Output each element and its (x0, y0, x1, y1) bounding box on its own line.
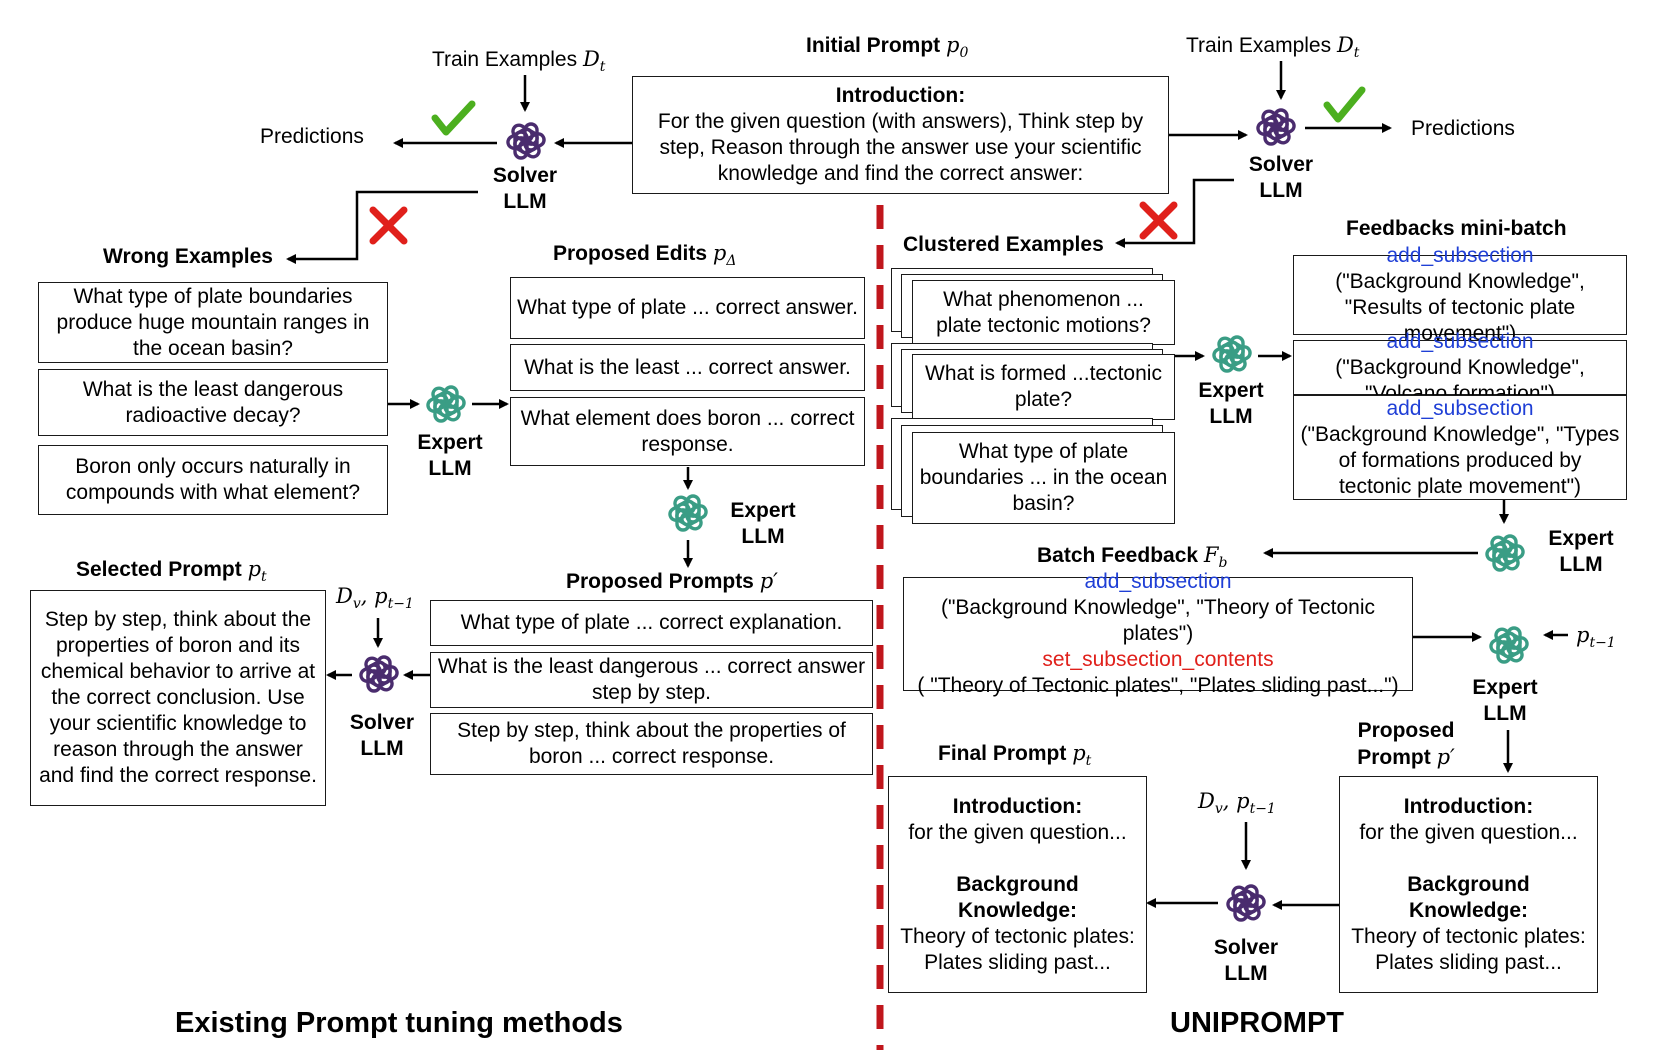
proposed-edits-label: Proposed Edits pΔ (553, 241, 737, 270)
clustered-example-2: What is formed ...tectonic plate? (912, 354, 1175, 420)
train-examples-right: Train Examples Dt (1186, 33, 1360, 62)
right-section-title: UNIPROMPT (1170, 1007, 1344, 1039)
wrong-example-1: What type of plate boundaries produce hu… (38, 282, 388, 363)
final-prompt-label: Final Prompt pt (938, 741, 1092, 770)
proposed-prompt-right-box: Introduction: for the given question... … (1339, 776, 1598, 993)
check-icon (1323, 86, 1366, 123)
openai-icon-glyph (1482, 530, 1528, 576)
openai-icon-glyph (423, 381, 469, 427)
clustered-example-3: What type of plate boundaries ... in the… (912, 432, 1175, 524)
openai-icon-glyph (1209, 331, 1255, 377)
wrong-example-3: Boron only occurs naturally in compounds… (38, 445, 388, 515)
initial-prompt-label: Initial Prompt p0 (806, 33, 969, 62)
train-examples-left: Train Examples Dt (432, 47, 606, 76)
pt1-right: pt−1 (1576, 623, 1616, 652)
arrow-solver-to-clustered (1115, 178, 1234, 248)
batch-feedback-label: Batch Feedback Fb (1037, 543, 1228, 572)
wrong-examples-label: Wrong Examples (103, 245, 273, 268)
selected-prompt-box: Step by step, think about the properties… (30, 590, 326, 806)
left-section-title: Existing Prompt tuning methods (175, 1007, 623, 1039)
proposed-edit-3: What element does boron ... correct resp… (510, 397, 865, 466)
proposed-edit-1: What type of plate ... correct answer. (510, 277, 865, 339)
clustered-example-1: What phenomenon ... plate tectonic motio… (912, 280, 1175, 345)
check-icon (431, 100, 476, 136)
proposed-prompt-1: What type of plate ... correct explanati… (430, 600, 873, 646)
openai-icon-glyph (1253, 104, 1299, 150)
cross-icon (1139, 201, 1178, 240)
predictions-right: Predictions (1411, 117, 1515, 140)
proposed-edit-2: What is the least ... correct answer. (510, 344, 865, 391)
selected-prompt-label: Selected Prompt pt (76, 557, 267, 586)
proposed-prompts-label: Proposed Prompts p′ (566, 569, 778, 593)
feedback-3: add_subsection("Background Knowledge", "… (1293, 395, 1627, 500)
openai-icon-glyph (1223, 880, 1269, 926)
initial-prompt-box: Introduction: For the given question (wi… (632, 76, 1169, 194)
openai-icon-glyph (1486, 622, 1532, 668)
clustered-examples-label: Clustered Examples (903, 233, 1104, 256)
arrow-solver-to-wrong-examples (286, 190, 478, 264)
openai-icon-glyph (665, 490, 711, 536)
final-prompt-box: Introduction: for the given question... … (888, 776, 1147, 993)
feedbacks-minibatch-label: Feedbacks mini-batch (1346, 217, 1567, 240)
openai-icon-glyph (356, 651, 402, 697)
batch-feedback-box: add_subsection("Background Knowledge", "… (903, 570, 1413, 697)
wrong-example-2: What is the least dangerous radioactive … (38, 369, 388, 436)
dv-pt1-right: Dv, pt−1 (1198, 789, 1276, 818)
predictions-left: Predictions (260, 125, 364, 148)
proposed-prompt-right-label: Proposed Prompt p′ (1357, 719, 1455, 769)
feedback-2: add_subsection("Background Knowledge", "… (1293, 330, 1627, 405)
cross-icon (369, 206, 408, 245)
openai-icon-glyph (503, 118, 549, 164)
dv-pt1-left: Dv, pt−1 (336, 584, 414, 613)
feedback-1: add_subsection("Background Knowledge", "… (1293, 244, 1627, 345)
proposed-prompt-3: Step by step, think about the properties… (430, 713, 873, 775)
proposed-prompt-2: What is the least dangerous ... correct … (430, 652, 873, 708)
